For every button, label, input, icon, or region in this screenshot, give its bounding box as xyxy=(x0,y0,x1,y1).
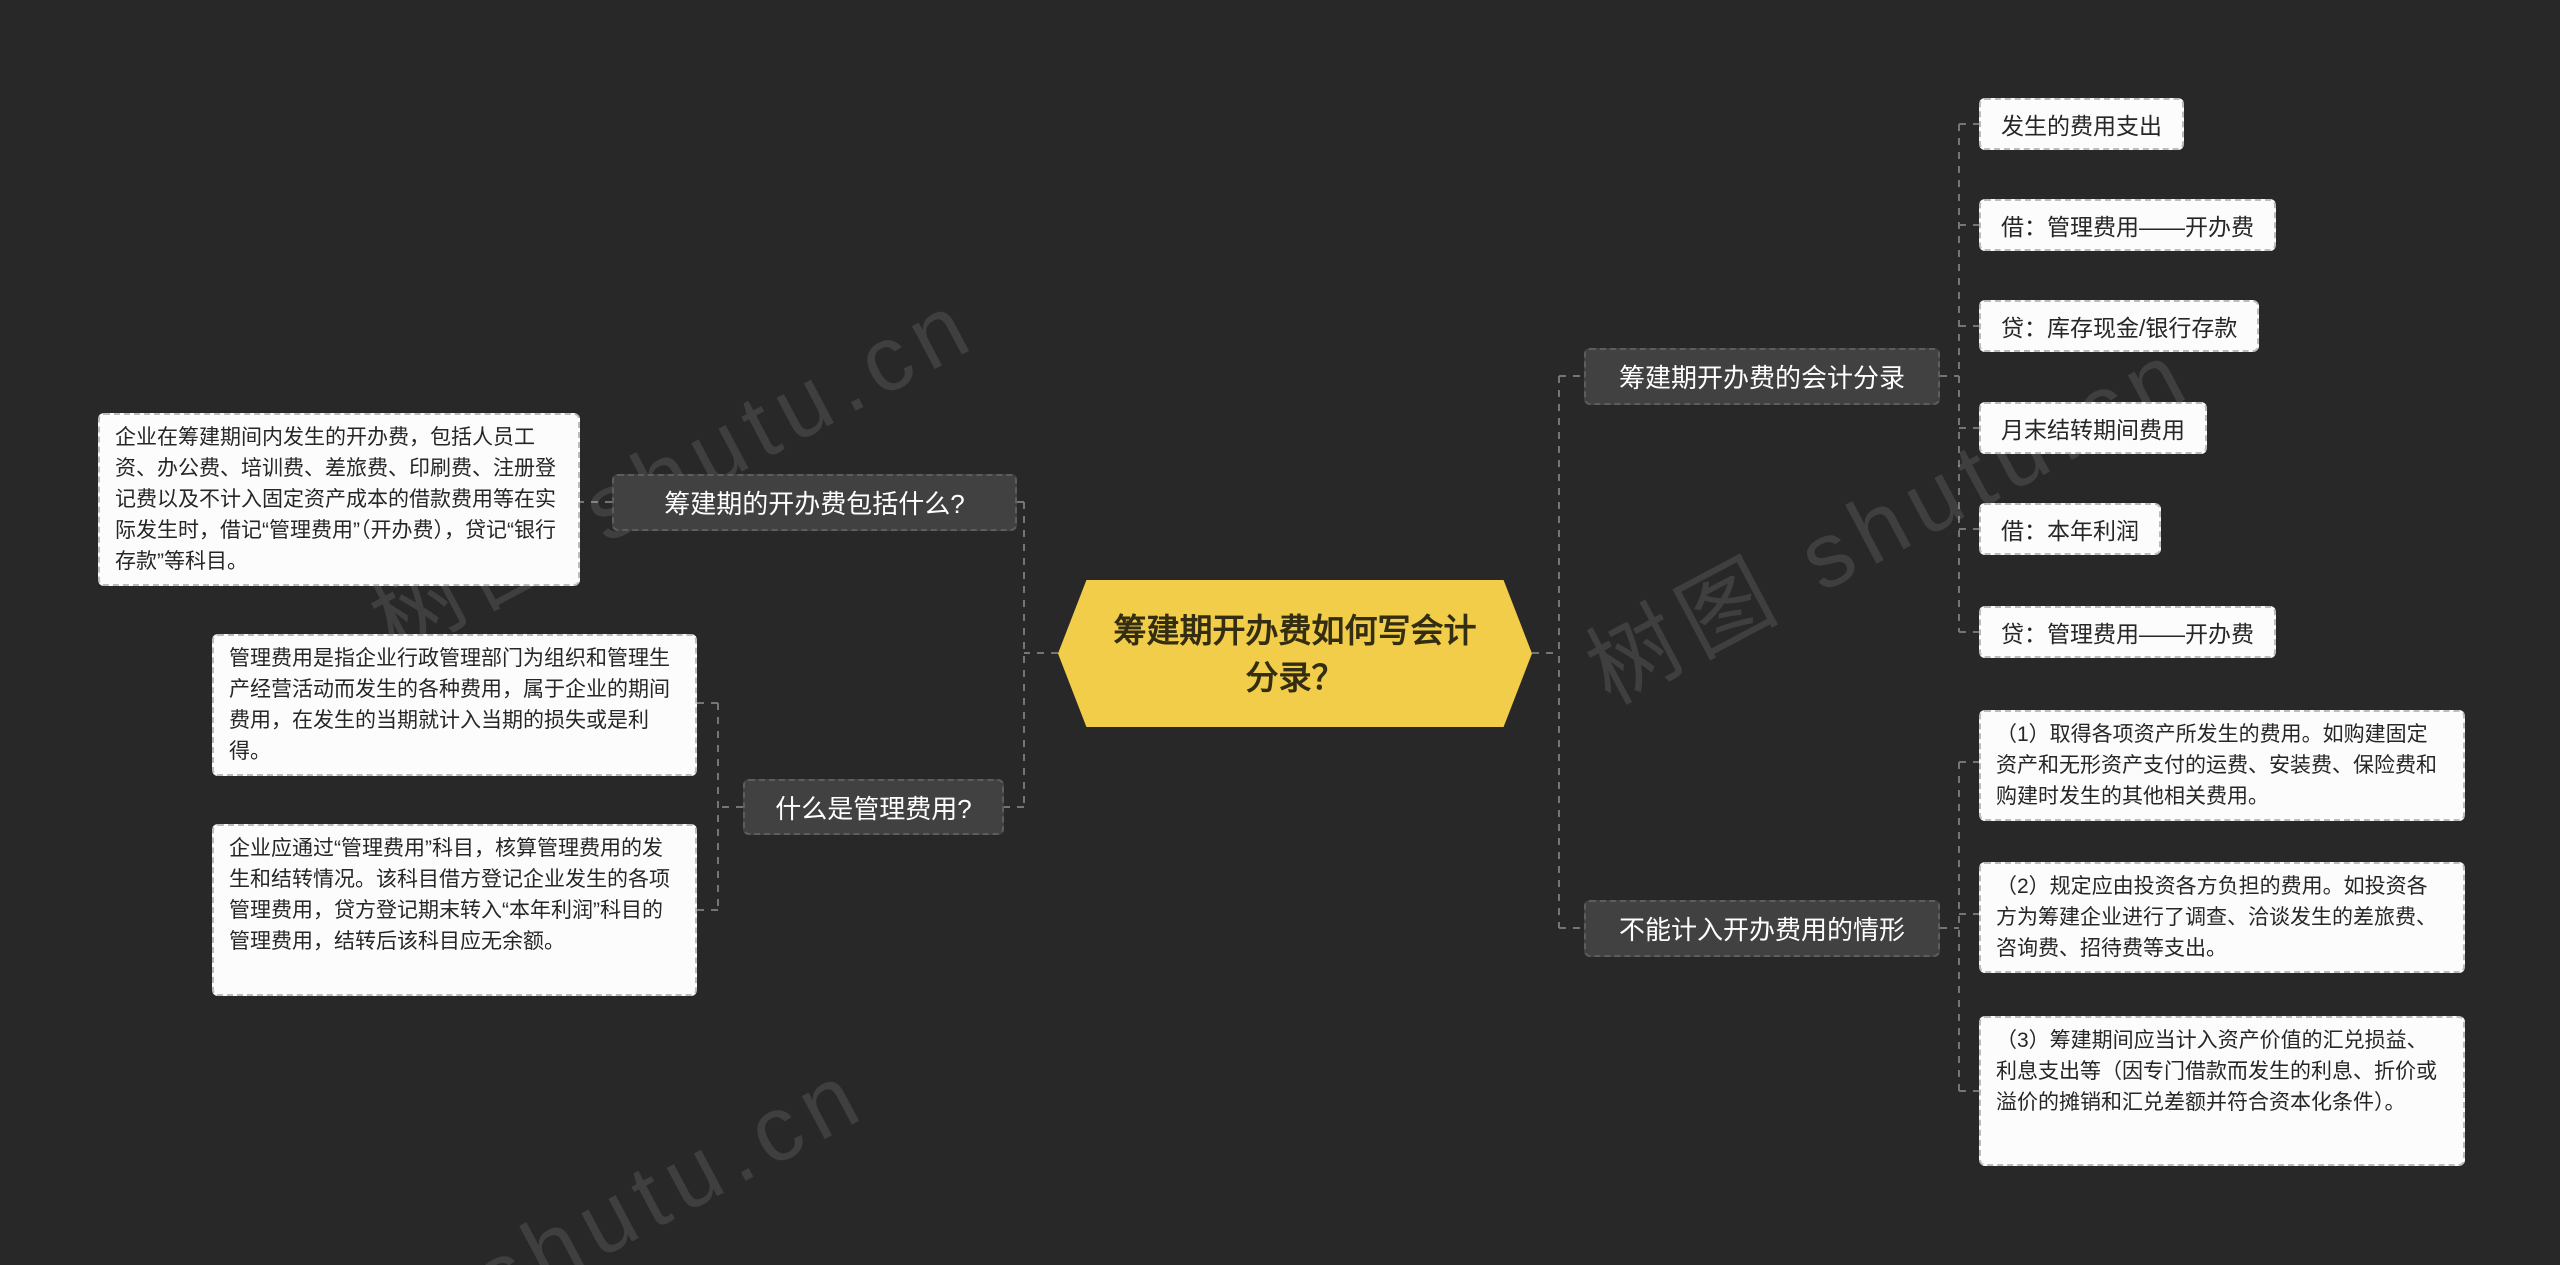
note-startup-expense-definition[interactable]: 企业在筹建期间内发生的开办费，包括人员工资、办公费、培训费、差旅费、印刷费、注册… xyxy=(98,413,580,586)
entry-month-end-carryover[interactable]: 月末结转期间费用 xyxy=(1979,402,2207,454)
case-capitalized-exchange-interest[interactable]: （3）筹建期间应当计入资产价值的汇兑损益、利息支出等（因专门借款而发生的利息、折… xyxy=(1979,1016,2465,1166)
branch-topic-startup-expense-scope[interactable]: 筹建期的开办费包括什么? xyxy=(612,474,1017,531)
central-topic-node[interactable]: 筹建期开办费如何写会计分录？ xyxy=(1058,580,1532,727)
case-investor-borne-costs[interactable]: （2）规定应由投资各方负担的费用。如投资各方为筹建企业进行了调查、洽谈发生的差旅… xyxy=(1979,862,2465,973)
entry-credit-cash-bank[interactable]: 贷：库存现金/银行存款 xyxy=(1979,300,2260,352)
entry-debit-admin-expense[interactable]: 借：管理费用——开办费 xyxy=(1979,199,2276,251)
branch-topic-journal-entries[interactable]: 筹建期开办费的会计分录 xyxy=(1584,348,1940,405)
entry-credit-admin-expense[interactable]: 贷：管理费用——开办费 xyxy=(1979,606,2276,658)
note-admin-expense-definition[interactable]: 管理费用是指企业行政管理部门为组织和管理生产经营活动而发生的各种费用，属于企业的… xyxy=(212,634,697,776)
entry-debit-current-year-profit[interactable]: 借：本年利润 xyxy=(1979,503,2161,555)
note-admin-expense-accounting[interactable]: 企业应通过“管理费用”科目，核算管理费用的发生和结转情况。该科目借方登记企业发生… xyxy=(212,824,697,996)
watermark-text: 树图 shutu.cn xyxy=(245,1040,883,1265)
branch-topic-what-is-admin-expense[interactable]: 什么是管理费用? xyxy=(743,779,1004,835)
case-asset-acquisition-costs[interactable]: （1）取得各项资产所发生的费用。如购建固定资产和无形资产支付的运费、安装费、保险… xyxy=(1979,710,2465,821)
branch-topic-excluded-cases[interactable]: 不能计入开办费用的情形 xyxy=(1584,900,1940,957)
entry-expense-incurred[interactable]: 发生的费用支出 xyxy=(1979,98,2184,150)
